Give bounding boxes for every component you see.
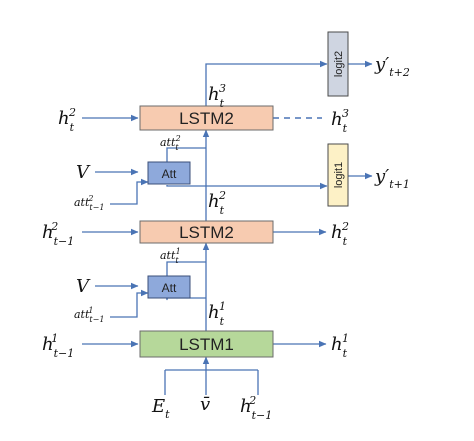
label-ht1-right: ht1 — [331, 332, 349, 360]
lstm-mid-label: LSTM2 — [179, 223, 234, 242]
logit2-node: logit2 — [327, 31, 349, 97]
label-ht3-right: ht3 — [331, 107, 349, 135]
label-v-top: V — [76, 162, 91, 183]
edge-att-bottom-to-lstm2mid — [166, 261, 206, 276]
edge-att-top-to-lstm2top — [166, 147, 206, 162]
label-att-prev1: attt−11 — [74, 306, 104, 324]
att-top-node: Att — [147, 161, 191, 185]
edge-attprev2-to-att-top — [110, 178, 149, 205]
edge-lstm2top-to-logit2 — [205, 60, 328, 106]
label-ht2-right: ht2 — [331, 220, 349, 248]
logit1-label: logit1 — [333, 162, 345, 188]
edge-ht2-to-att-top — [166, 185, 206, 187]
label-ht1-mid: ht1 — [208, 300, 226, 328]
att-bottom-label: Att — [162, 281, 177, 295]
lstm-bottom-node: LSTM1 — [139, 330, 274, 358]
att-bottom-box — [147, 275, 191, 299]
att-top-label: Att — [162, 167, 177, 181]
label-y-t2: y′t+2 — [374, 54, 410, 79]
label-att-t2: attt2 — [160, 134, 181, 152]
lstm-mid-node: LSTM2 — [139, 220, 274, 244]
logit1-node: logit1 — [327, 143, 349, 207]
lstm-top-label: LSTM2 — [179, 109, 234, 128]
lstm-bottom-label: LSTM1 — [179, 335, 234, 354]
edge-attprev1-to-att-bottom — [110, 289, 149, 318]
att-bottom-node: Att — [147, 275, 191, 299]
label-hprev1-left: ht−11 — [42, 332, 74, 360]
label-vbar: v̄ — [200, 394, 210, 415]
label-et: Et — [151, 396, 170, 421]
label-y-t1: y′t+1 — [374, 166, 410, 191]
label-att-t1: attt1 — [160, 247, 181, 265]
lstm-top-node: LSTM2 — [139, 105, 274, 131]
logit2-label: logit2 — [333, 51, 345, 77]
att-top-box — [147, 161, 191, 185]
lstm-bottom-box — [139, 330, 274, 358]
logit1-box — [327, 143, 349, 207]
logit2-box — [327, 31, 349, 97]
label-ht3-top: ht3 — [208, 82, 226, 110]
label-att-prev2: attt−12 — [74, 194, 104, 212]
label-hprev2-left: ht−12 — [42, 220, 74, 248]
lstm-top-box — [139, 105, 274, 131]
lstm-mid-box — [139, 220, 274, 244]
edges — [82, 60, 373, 395]
label-hprev2-bottom: ht−12 — [240, 394, 272, 422]
label-ht2-mid: ht2 — [208, 189, 226, 217]
label-v-bottom: V — [76, 276, 91, 297]
label-ht2-left: ht2 — [58, 106, 76, 134]
